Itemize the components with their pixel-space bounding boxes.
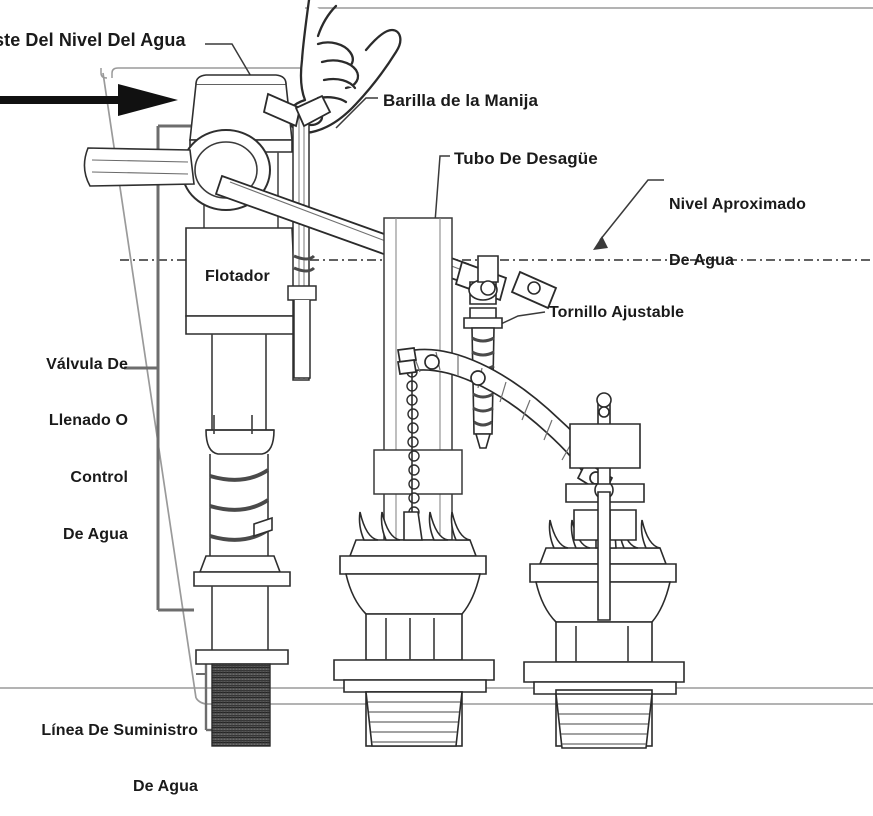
label-nivel-line1: Nivel Aproximado — [669, 195, 807, 213]
right-rod-top — [569, 392, 641, 485]
diagram-canvas: ste Del Nivel Del Agua Barilla de la Man… — [0, 0, 873, 795]
handle-rod — [287, 111, 317, 381]
label-ajuste-nivel-agua: ste Del Nivel Del Agua — [0, 30, 186, 50]
direction-arrow — [0, 84, 178, 116]
label-barilla-manija: Barilla de la Manija — [383, 91, 539, 110]
bracket-valvula — [124, 124, 194, 612]
label-tubo-desague: Tubo De Desagüe — [454, 149, 598, 168]
supply-shank-threads — [211, 663, 271, 747]
flapper-chain — [406, 366, 420, 518]
flush-valve-right — [523, 480, 685, 749]
flush-valve-left — [333, 511, 495, 747]
float-arm-side — [83, 147, 195, 187]
overflow-tube — [373, 217, 463, 541]
label-linea-line2: De Agua — [132, 778, 198, 796]
toilet-tank-illustration — [0, 0, 873, 749]
label-flotador: Flotador — [205, 268, 270, 285]
label-tornillo-ajustable: Tornillo Ajustable — [549, 304, 685, 321]
label-valvula-line4: De Agua — [62, 525, 128, 543]
label-nivel-aproximado: Nivel Aproximado De Agua — [669, 158, 806, 290]
label-valvula-line2: Llenado O — [48, 412, 128, 430]
label-valvula-llenado: Válvula De Llenado O Control De Agua — [8, 318, 128, 563]
leader-barilla — [335, 97, 378, 129]
flush-valve-right-crown — [548, 509, 661, 549]
flush-valve-left-crown — [358, 511, 471, 541]
label-nivel-line2: De Agua — [669, 252, 735, 270]
label-valvula-line1: Válvula De — [46, 355, 128, 373]
adjustable-screw — [463, 255, 503, 449]
label-linea-line1: Línea De Suministro — [41, 721, 198, 739]
label-valvula-line3: Control — [70, 469, 128, 486]
label-linea-suministro: Línea De Suministro De Agua — [2, 684, 198, 816]
